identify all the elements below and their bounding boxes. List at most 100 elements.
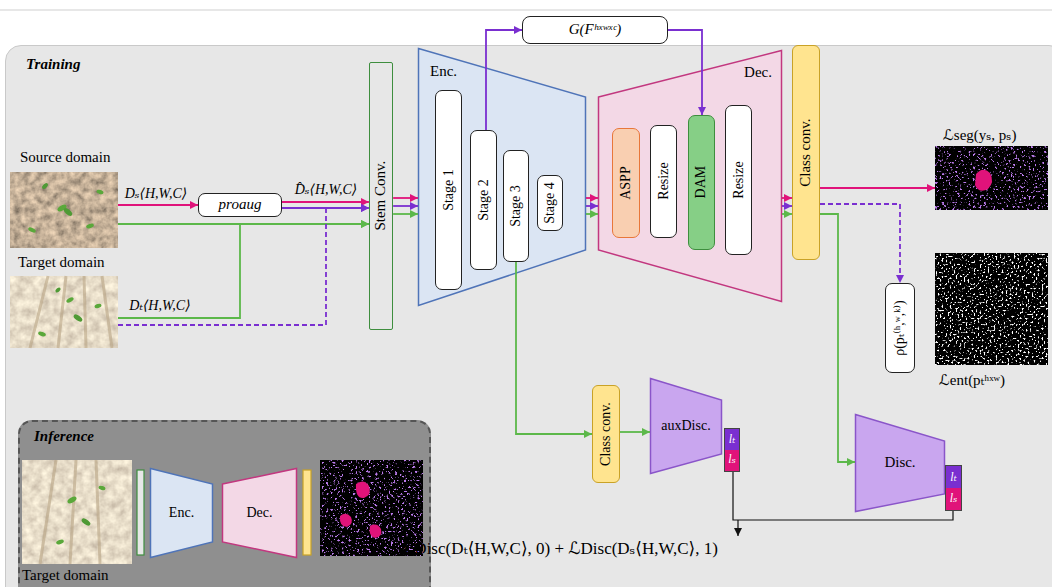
entropy-output: ℒent(pₜʰˣʷ) <box>935 253 1048 389</box>
training-panel: TrainingSource domainTarget domainproaug… <box>5 45 1052 587</box>
plant <box>56 539 65 545</box>
plant <box>41 182 49 190</box>
connector-arrow <box>393 205 418 207</box>
plant <box>72 313 83 323</box>
node-label: Class conv. <box>598 402 614 466</box>
connector-arrow <box>620 431 650 433</box>
attention-guide-box: G(Fʰˣʷˣᶜ) <box>522 16 668 44</box>
node-label: lₛ <box>728 453 735 467</box>
crop-blob <box>356 481 370 498</box>
edge-label: Dₛ⟨H,W,C⟩ <box>123 186 190 201</box>
loss-arrow <box>737 520 738 536</box>
entropy-speckle <box>935 253 1048 365</box>
node-label: Class conv. <box>797 118 814 186</box>
inference-encoder: Enc. <box>150 468 213 558</box>
node-label: ASPP <box>618 166 634 199</box>
entropy-map <box>935 253 1048 365</box>
block-shape <box>856 415 945 512</box>
connector-arrow <box>782 213 792 215</box>
aspp-box: ASPP <box>612 128 640 238</box>
block-shape <box>599 51 782 302</box>
connector-arrow <box>820 187 935 189</box>
classifier-box: Class conv. <box>792 45 820 260</box>
plant <box>38 331 47 337</box>
crop-blob <box>975 170 992 191</box>
plant <box>56 203 67 212</box>
plant <box>28 226 37 233</box>
stem-conv-box: Stem Conv. <box>369 62 393 330</box>
map-ground <box>935 146 1048 210</box>
soil-texture <box>22 460 132 564</box>
entropy-box: ρ(pₜ⁽ʰ,ʷ,ᵏ⁾) <box>885 283 915 373</box>
inference-panel: InferenceTarget domain Enc. Dec. <box>18 420 431 587</box>
stage-box: Stage 3 <box>503 150 529 262</box>
furrow <box>40 460 100 564</box>
plant <box>98 485 106 491</box>
encoder-block: Enc. Stage 1 Stage 2 Stage 3 Stage 4 <box>418 48 586 306</box>
node-label: lₜ <box>729 433 735 447</box>
node-label: proaug <box>219 196 262 213</box>
connector-arrow <box>668 30 702 115</box>
node-label: Stem Conv. <box>372 161 389 231</box>
stage-box: Stage 2 <box>470 130 497 270</box>
attention-module-box: DAM <box>688 115 715 250</box>
edge-label-holder: D̂ₛ⟨H,W,C⟩ <box>293 180 360 198</box>
stage-box: Stage 1 <box>435 90 462 290</box>
node-label: Resize <box>655 163 671 200</box>
plant <box>94 303 102 309</box>
node-label: Stage 2 <box>475 179 491 221</box>
plant <box>86 223 95 229</box>
label-holder: ℒDisc(Dₜ⟨H,W,C⟩, 0) + ℒDisc(Dₛ⟨H,W,C⟩, 1… <box>400 539 720 559</box>
crop-blob <box>340 514 352 527</box>
node-label: Resize <box>730 161 746 198</box>
connector-arrow <box>486 30 522 130</box>
node-label: lₜ <box>950 471 956 485</box>
connector-arrow <box>393 197 418 199</box>
connector-arrow <box>118 204 198 206</box>
aux-discriminator: auxDisc. <box>650 378 722 474</box>
connector-arrow <box>782 205 792 207</box>
node-label: Inference <box>34 428 94 445</box>
connector-arrow <box>393 213 418 215</box>
node-label: ρ(pₜ⁽ʰ,ʷ,ᵏ⁾) <box>892 300 908 356</box>
node-label: Dec. <box>744 64 772 81</box>
node-label: Stage 3 <box>508 185 524 227</box>
plant <box>80 517 91 527</box>
classifier-bar <box>303 470 311 555</box>
block-shape <box>419 49 586 306</box>
plant <box>66 296 75 303</box>
target-image: Target domain <box>10 254 118 348</box>
inference-photo <box>22 460 132 564</box>
edge-label-holder: Dₛ⟨H,W,C⟩ <box>123 184 190 202</box>
connector-arrow <box>118 208 369 325</box>
plant <box>63 207 74 217</box>
inference-decoder: Dec. <box>222 468 297 558</box>
target-photo <box>10 276 118 348</box>
soil-texture <box>10 172 118 248</box>
segmentation-output: ℒseg(yₛ, pₛ) <box>935 127 1048 211</box>
decoder-block: Dec. ASPP Resize DAM Resize <box>598 50 782 302</box>
node-label: G(Fʰˣʷˣᶜ) <box>569 21 622 38</box>
connector-arrow <box>118 224 369 318</box>
node-label: Stage 4 <box>542 182 558 224</box>
connector-arrow <box>516 262 592 434</box>
weed-speckle <box>935 146 1048 210</box>
resize-box: Resize <box>725 105 752 255</box>
connector-arrow <box>820 204 900 283</box>
node-label: Source domain <box>20 149 110 166</box>
map-ground <box>935 253 1048 365</box>
connector-arrow <box>782 197 792 199</box>
node-label: auxDisc. <box>661 418 710 434</box>
node-label: Enc. <box>430 63 457 80</box>
block-shape <box>151 469 213 558</box>
node-label: Disc. <box>884 454 915 471</box>
aux-classifier-box: Class conv. <box>592 385 620 483</box>
block-shape <box>651 379 722 474</box>
inference-input: Target domain <box>22 458 132 586</box>
soil-texture <box>10 276 118 348</box>
segmentation-map <box>935 146 1048 210</box>
node-label: Enc. <box>169 505 194 521</box>
